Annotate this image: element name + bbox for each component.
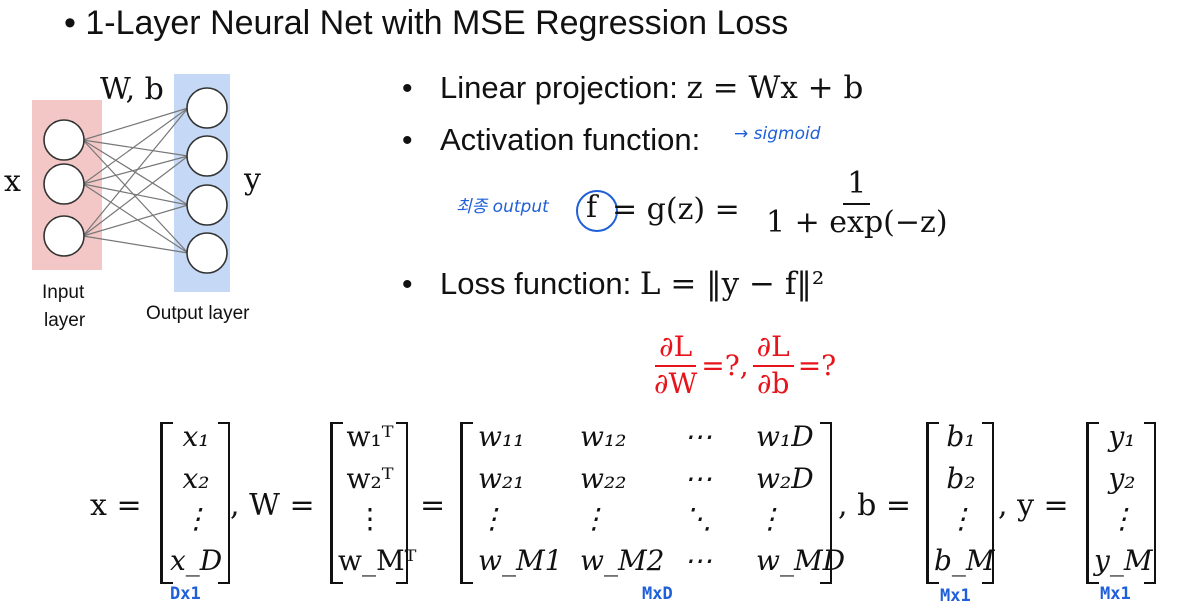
network-graph [32, 74, 230, 292]
fraction-denominator: 1 + exp(−z) [766, 205, 948, 240]
x-vec-dots: ⋮ [182, 502, 210, 535]
question-mid: =?, [701, 348, 749, 382]
f-symbol: f [586, 190, 598, 225]
y-vec-2: y₂ [1108, 462, 1136, 495]
W-matrix-cell: w_M1 [478, 544, 563, 577]
x-vec-1: x₁ [182, 420, 210, 453]
final-output-note: 최종 output [456, 197, 549, 217]
output-node [186, 184, 228, 226]
activation-note: → sigmoid [734, 124, 821, 144]
y-equals: , y = [998, 488, 1069, 523]
activation-fraction: 1 1 + exp(−z) [766, 166, 948, 240]
input-node [43, 163, 85, 205]
W-row-1: w₁ᵀ [346, 420, 394, 453]
input-node [43, 119, 85, 161]
bracket [330, 422, 343, 584]
x-vec-2: x₂ [182, 462, 210, 495]
input-layer-label-2: layer [44, 310, 86, 331]
W-row-M: w_Mᵀ [338, 544, 417, 577]
W-matrix-cell: ⋮ [478, 502, 506, 535]
dL-numerator: ∂L [655, 330, 697, 367]
bracket [460, 422, 473, 584]
question-end: =? [797, 348, 837, 382]
bracket [218, 422, 230, 584]
W-matrix-cell: ⋯ [684, 420, 712, 453]
loss-label: Loss function: [440, 266, 640, 301]
bullet-loss: Loss function: L = ‖y − f‖² [440, 266, 824, 302]
W-matrix-cell: w₁₁ [478, 420, 525, 453]
input-node [43, 215, 85, 257]
bullet-dot: • [402, 268, 413, 301]
b-vec-M: b_M [934, 544, 995, 577]
bracket [1086, 422, 1099, 584]
b-vec-dots: ⋮ [947, 502, 975, 535]
y-vec-M: y_M [1094, 544, 1153, 577]
output-node [186, 87, 228, 129]
edges [82, 107, 189, 254]
W-matrix-cell: ⋮ [756, 502, 784, 535]
linear-label: Linear projection: [440, 70, 687, 105]
W-matrix-cell: ⋯ [684, 544, 712, 577]
bullet-activation: Activation function: [440, 122, 701, 157]
W-equals: , W = [230, 488, 315, 523]
b-vec-2: b₂ [946, 462, 976, 495]
W-row-2: w₂ᵀ [346, 462, 394, 495]
bracket [926, 422, 939, 584]
weights-label: W, b [100, 72, 164, 107]
activation-equation: = g(z) = [612, 192, 740, 227]
bullet-linear: Linear projection: z = Wx + b [440, 70, 863, 106]
bracket [820, 422, 832, 584]
b-dim-note: Mx1 [940, 586, 971, 606]
neural-net-diagram: W, b x y Input layer Output layer [0, 60, 300, 350]
f-circle [576, 190, 618, 232]
x-equals: x = [90, 488, 142, 523]
W-dim-note: MxD [642, 584, 673, 604]
x-vec-D: x_D [170, 544, 223, 577]
W-matrix-cell: w_MD [756, 544, 846, 577]
W-matrix-cell: w₁₂ [580, 420, 627, 453]
dL-numerator-2: ∂L [752, 330, 794, 367]
loss-equation: L = ‖y − f‖² [639, 266, 825, 302]
input-symbol: x [4, 164, 21, 199]
W-matrix-cell: w_M2 [580, 544, 665, 577]
output-symbol: y [244, 162, 261, 197]
W-row-dots: ⋮ [356, 502, 384, 535]
output-node [186, 232, 228, 274]
gradient-question: ∂L∂W =?, ∂L∂b =? [654, 330, 836, 400]
W-matrix-cell: ⋱ [684, 502, 712, 535]
y-vec-dots: ⋮ [1108, 502, 1136, 535]
input-layer-label-1: Input [42, 282, 85, 303]
x-dim-note: Dx1 [170, 584, 201, 604]
fraction-numerator: 1 [843, 166, 871, 205]
bracket [396, 422, 408, 584]
db-denominator: ∂b [756, 367, 790, 400]
b-vec-1: b₁ [946, 420, 976, 453]
dW-denominator: ∂W [654, 367, 698, 400]
W-matrix-cell: w₂₁ [478, 462, 525, 495]
W-matrix-cell: ⋮ [580, 502, 608, 535]
W-matrix-cell: w₂₂ [580, 462, 627, 495]
bracket [982, 422, 994, 584]
output-node [186, 135, 228, 177]
W-matrix-cell: w₂D [756, 462, 814, 495]
bullet-dot: • [402, 124, 413, 157]
linear-equation: z = Wx + b [686, 70, 864, 106]
y-dim-note: Mx1 [1100, 584, 1131, 604]
bracket [160, 422, 173, 584]
bullet-dot: • [402, 72, 413, 105]
b-equals: , b = [838, 488, 911, 523]
equals-2: = [420, 488, 446, 523]
W-matrix-cell: w₁D [756, 420, 814, 453]
output-layer-label: Output layer [146, 303, 250, 324]
bracket [1144, 422, 1156, 584]
W-matrix-cell: ⋯ [684, 462, 712, 495]
slide-title: • 1-Layer Neural Net with MSE Regression… [64, 4, 789, 42]
y-vec-1: y₁ [1108, 420, 1136, 453]
